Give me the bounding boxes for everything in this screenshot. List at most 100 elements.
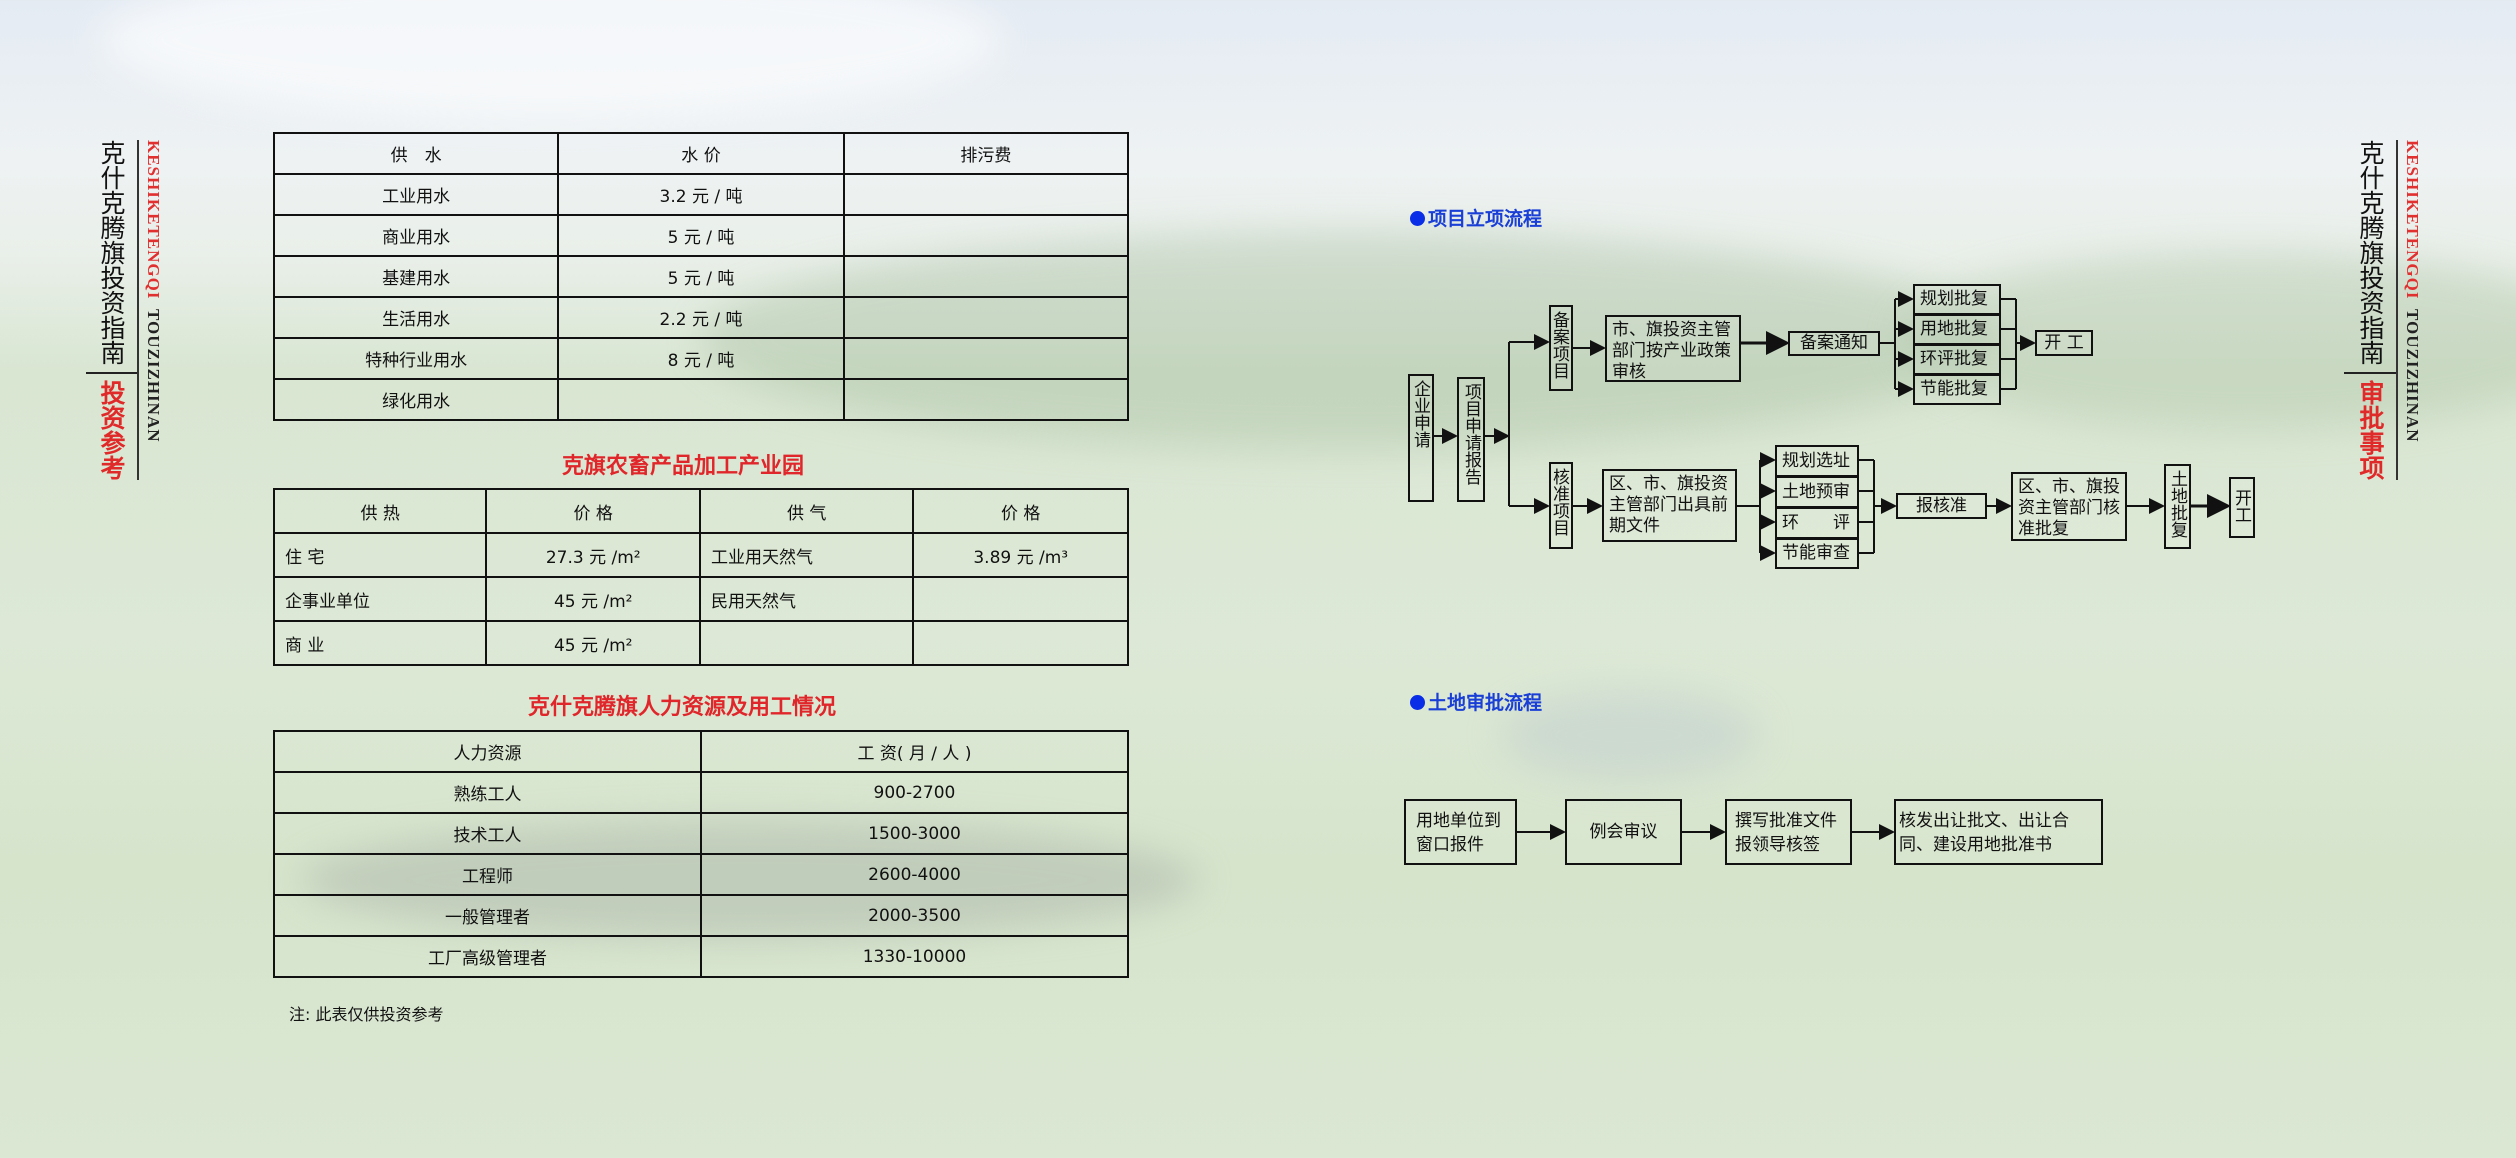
cell: 2600-4000: [699, 853, 1130, 896]
header-cell: 供 水: [272, 132, 560, 175]
header-cell: 供 热: [272, 488, 488, 534]
cell: 生活用水: [272, 296, 560, 339]
cell: 45 元 /m²: [485, 576, 701, 622]
cell: 民用天然气: [698, 576, 915, 622]
cell: [842, 214, 1130, 257]
cell: 住 宅: [272, 532, 488, 578]
header-cell: 价 格: [485, 488, 701, 534]
cell: 技术工人: [273, 812, 702, 855]
cell: 特种行业用水: [272, 337, 560, 380]
cell: 3.2 元 / 吨: [557, 173, 845, 216]
cell: 1500-3000: [699, 812, 1130, 855]
table-row: 绿化用水: [272, 378, 1130, 421]
land-step: 核发出让批文、出让合同、建设用地批准书: [1894, 799, 2103, 865]
table-header-row: 供 热 价 格 供 气 价 格: [272, 488, 1129, 534]
land-step: 撰写批准文件报领导核签: [1725, 799, 1852, 865]
banner-vertical-rule: [137, 140, 139, 480]
cell: 商业用水: [272, 214, 560, 257]
cell: 企事业单位: [272, 576, 488, 622]
cell: [842, 255, 1130, 298]
land-step: 例会审议: [1565, 799, 1682, 865]
cell: [842, 337, 1130, 380]
cell: 工厂高级管理者: [273, 935, 702, 978]
background-hill: [1900, 250, 2516, 430]
cell: [842, 296, 1130, 339]
flow-node-approval: 节能批复: [1913, 374, 2001, 405]
flow-node-approve-docs: 区、市、旗投资主管部门出具前期文件: [1602, 469, 1737, 542]
cell: [842, 173, 1130, 216]
cell: 绿化用水: [272, 378, 560, 421]
flow-node-check: 土地预审: [1775, 476, 1859, 508]
cell: 27.3 元 /m²: [485, 532, 701, 578]
cell: 45 元 /m²: [485, 620, 701, 666]
flow-node-check: 环 评: [1775, 507, 1859, 539]
labor-title: 克什克腾旗人力资源及用工情况: [528, 695, 837, 720]
flow-node-land-approval: 土地批复: [2164, 464, 2191, 549]
flow-node-enterprise-apply: 企业申请: [1408, 374, 1434, 502]
project-flow-heading: 项目立项流程: [1410, 204, 1542, 231]
flow-node-project-report: 项目申请报告: [1457, 377, 1485, 502]
cell: [557, 378, 845, 421]
background-river: [1500, 690, 1760, 780]
cell: 商 业: [272, 620, 488, 666]
flow-node-approval: 规划批复: [1913, 284, 2001, 315]
flow-node-record-notice: 备案通知: [1788, 331, 1880, 356]
cell: 1330-10000: [699, 935, 1130, 978]
cell: 3.89 元 /m³: [912, 532, 1129, 578]
header-cell: 价 格: [912, 488, 1129, 534]
latin-black: TOUZIZHINAN: [144, 309, 163, 443]
cell: 2000-3500: [699, 894, 1130, 937]
flow-node-record-review: 市、旗投资主管部门按产业政策审核: [1605, 315, 1741, 382]
header-cell: 供 气: [698, 488, 915, 534]
banner-latin: KESHIKETENGQITOUZIZHINAN: [2402, 140, 2422, 443]
bullet-icon: [1410, 211, 1425, 226]
cell: 熟练工人: [273, 771, 702, 814]
banner-section: 投资参考: [97, 380, 126, 480]
latin-red: KESHIKETENGQI: [144, 140, 163, 300]
connector: [2001, 298, 2017, 390]
cell: 8 元 / 吨: [557, 337, 845, 380]
bullet-icon: [1410, 695, 1425, 710]
cell: 工业用水: [272, 173, 560, 216]
cell: [698, 620, 915, 666]
cell: 5 元 / 吨: [557, 255, 845, 298]
header-cell: 排污费: [842, 132, 1130, 175]
cell: [842, 378, 1130, 421]
header-cell: 水 价: [557, 132, 845, 175]
cell: [912, 576, 1129, 622]
flow-node-approve-project: 核准项目: [1549, 462, 1573, 549]
heading-text: 项目立项流程: [1428, 208, 1543, 230]
banner-title: 克什克腾旗投资指南: [97, 140, 126, 365]
cell: 工程师: [273, 853, 702, 896]
cell: 2.2 元 / 吨: [557, 296, 845, 339]
table-header-row: 人力资源 工 资( 月 / 人 ): [273, 730, 1130, 773]
cell: 900-2700: [699, 771, 1130, 814]
banner-latin: KESHIKETENGQI TOUZIZHINAN: [143, 140, 163, 443]
flow-node-start-work: 开工: [2229, 477, 2255, 538]
latin-red: KESHIKETENGQI: [2403, 140, 2422, 300]
park-title: 克旗农畜产品加工产业园: [562, 454, 805, 479]
flow-node-check: 规划选址: [1775, 445, 1859, 477]
banner-title: 克什克腾旗投资指南: [2356, 140, 2385, 365]
flow-node-final-approval: 区、市、旗投资主管部门核准批复: [2011, 472, 2127, 541]
land-flow-heading: 土地审批流程: [1410, 688, 1542, 715]
flow-node-start-work: 开 工: [2035, 330, 2093, 356]
banner-section: 审批事项: [2356, 380, 2385, 480]
flow-node-check: 节能审查: [1775, 538, 1859, 569]
header-cell: 人力资源: [273, 730, 702, 773]
header-cell: 工 资( 月 / 人 ): [699, 730, 1130, 773]
